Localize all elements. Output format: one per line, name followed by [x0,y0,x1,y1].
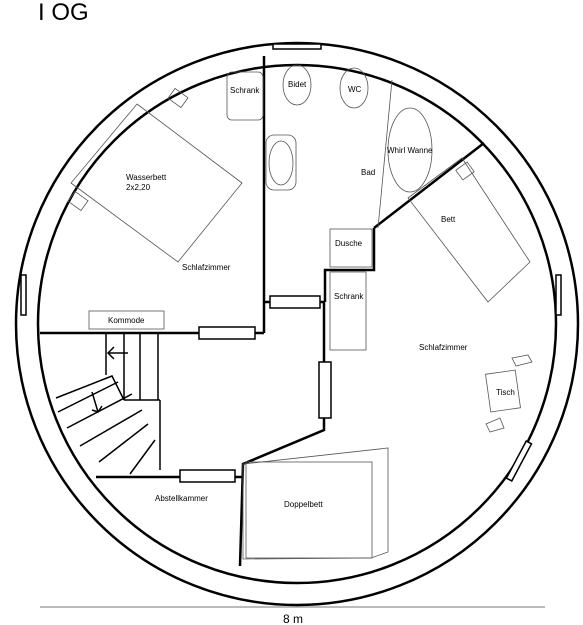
dresser [88,310,165,330]
label-abstellkammer: Abstellkammer [155,494,208,503]
outer-wall-outer [14,41,580,607]
window-top [272,43,322,50]
label-schlafzimmer-left: Schlafzimmer [182,263,231,272]
label-wasserbett-size: 2x2,20 [126,183,151,192]
label-wasserbett: Wasserbett [126,173,167,182]
door-hall [269,295,321,309]
label-dusche: Dusche [335,239,363,248]
door-bedroom-right [318,361,332,419]
label-schrank-mid: Schrank [334,292,364,301]
label-tisch: Tisch [496,388,515,397]
furniture [67,64,533,560]
door-bedroom-left [198,326,256,340]
label-bidet: Bidet [288,80,307,89]
table [485,369,521,413]
floor-title: I OG [38,0,89,26]
window-lower-right [505,440,533,482]
label-kommode: Kommode [108,316,145,325]
double-bed [242,447,389,560]
label-schlafzimmer-right: Schlafzimmer [419,343,468,352]
label-schrank-top: Schrank [230,86,260,95]
label-bett: Bett [441,215,456,224]
label-doppelbett: Doppelbett [284,500,323,509]
label-whirl-wanne: Whirl Wanne [387,146,433,155]
door-storage [179,469,236,483]
label-bad: Bad [361,168,375,177]
waterbed [70,103,243,263]
staircase [55,333,161,475]
scale-label: 8 m [283,612,303,625]
window-right [555,274,562,316]
label-wc: WC [348,85,362,94]
shower [329,228,373,268]
window-left [20,274,27,316]
